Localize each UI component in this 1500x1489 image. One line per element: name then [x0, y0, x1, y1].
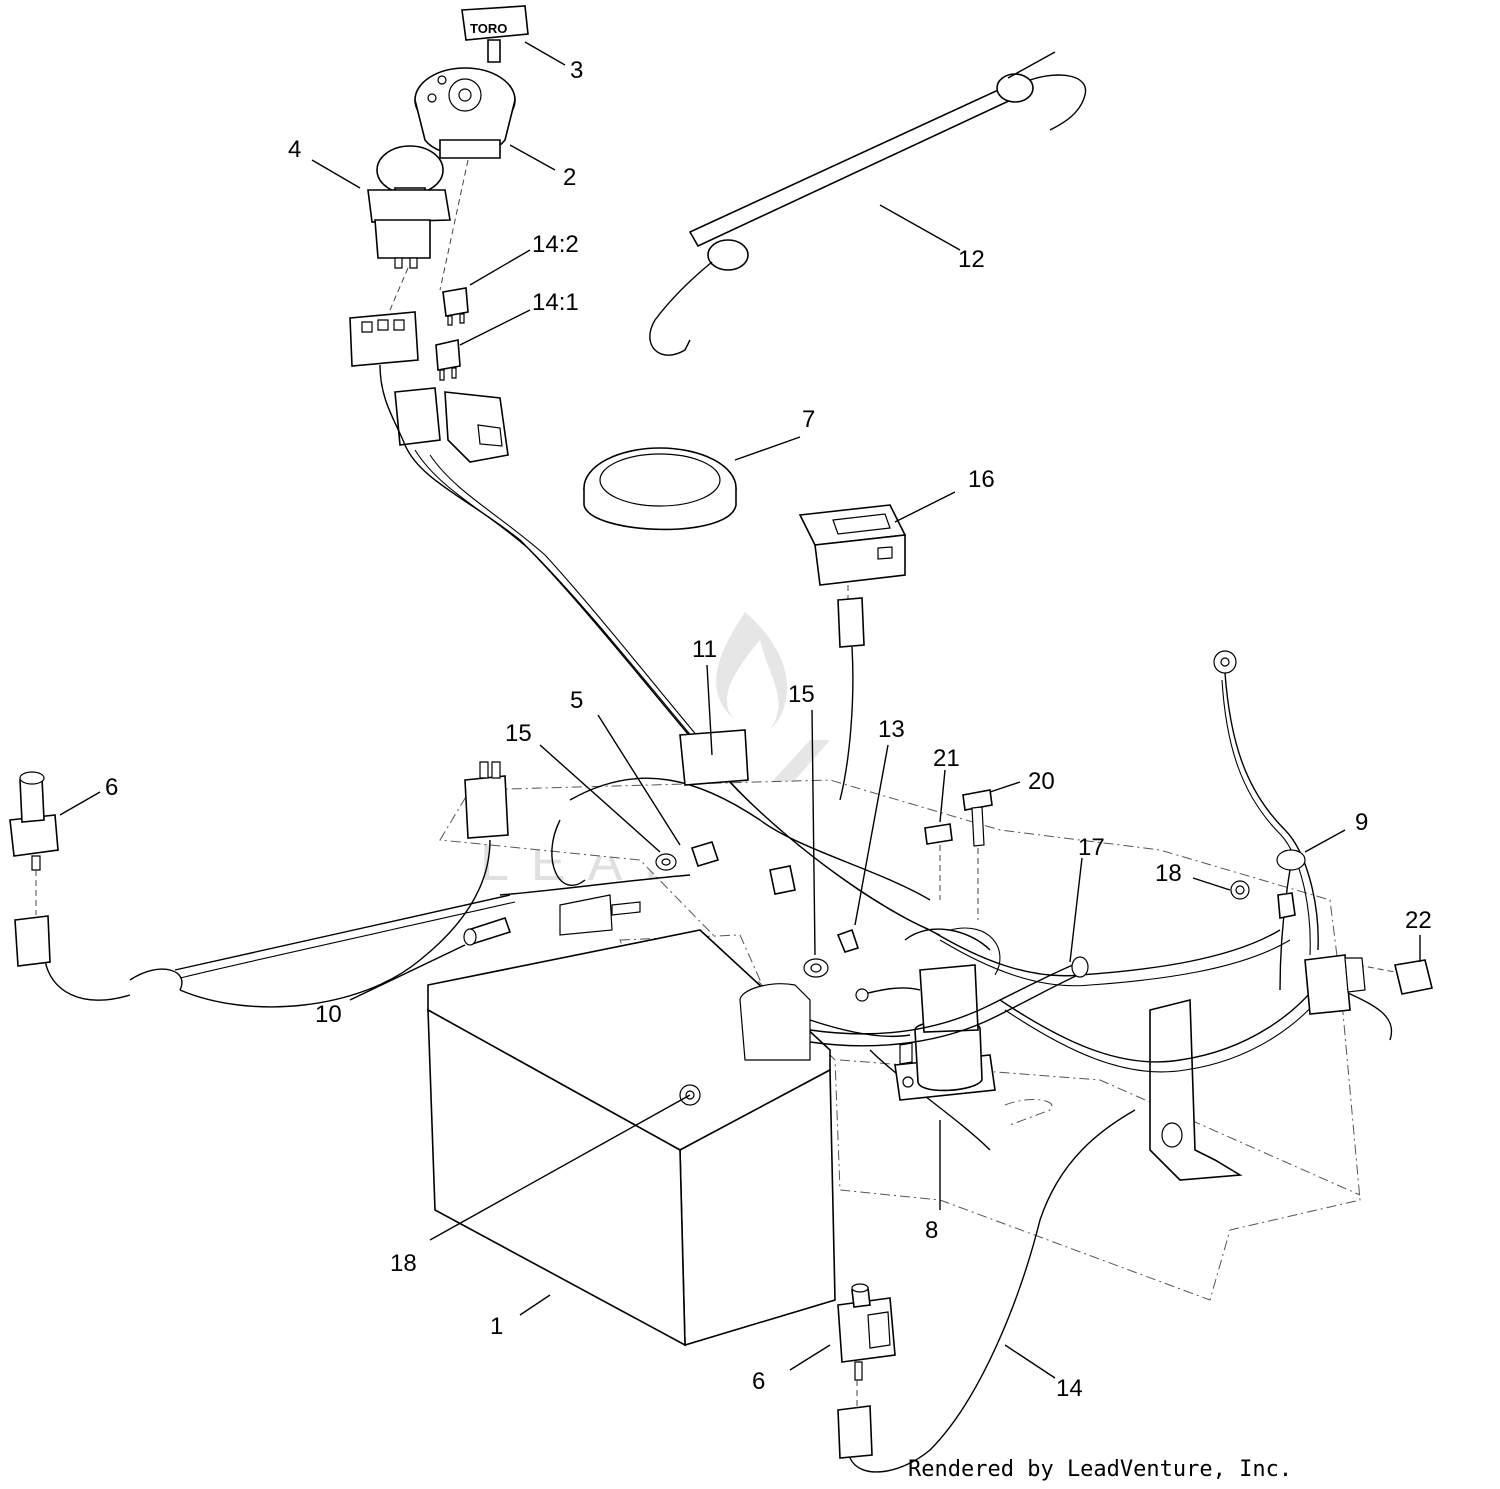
bungee-strap: [649, 51, 1087, 356]
callout-1: 1: [490, 1313, 503, 1340]
callout-leaders: [59, 41, 1421, 1379]
bracket-11: [679, 729, 749, 786]
hardware-right: [924, 789, 1433, 995]
callout-12: 12: [958, 246, 985, 273]
hour-meter: [798, 504, 907, 801]
ground-cable: [1213, 650, 1366, 1015]
callout-2: 2: [563, 164, 576, 191]
callout-18-right: 18: [1155, 860, 1182, 887]
cap-7: [583, 447, 737, 531]
callout-16: 16: [968, 466, 995, 493]
callout-15-left: 15: [505, 720, 532, 747]
ignition-switch: [414, 67, 516, 159]
starter-solenoid: [855, 927, 1001, 1101]
callout-5: 5: [570, 687, 583, 714]
harness-connector-mid: [464, 761, 509, 839]
callout-14: 14: [1056, 1375, 1083, 1402]
diode: [463, 916, 512, 946]
callout-7: 7: [802, 406, 815, 433]
harness-connectors: [349, 311, 509, 463]
main-harness: [44, 364, 1393, 1151]
callout-6-bottom: 6: [752, 1368, 765, 1395]
fuses: [435, 287, 469, 381]
callout-15-right: 15: [788, 681, 815, 708]
callout-21: 21: [933, 745, 960, 772]
hardware-15-5: [655, 841, 860, 978]
callout-14-2: 14:2: [532, 231, 579, 258]
credit-text: Rendered by LeadVenture, Inc.: [908, 1457, 1292, 1482]
callout-4: 4: [288, 136, 301, 163]
frame-plate: [439, 779, 1361, 1301]
pto-switch: [367, 145, 469, 311]
callout-3: 3: [570, 57, 583, 84]
callout-18-left: 18: [390, 1250, 417, 1277]
key-brand-text: TORO: [470, 21, 507, 36]
callout-11: 11: [692, 636, 717, 663]
callout-20: 20: [1028, 768, 1055, 795]
callout-14-1: 14:1: [532, 289, 579, 316]
callout-6-left: 6: [105, 774, 118, 801]
battery: [427, 894, 911, 1347]
callout-9: 9: [1355, 809, 1368, 836]
callout-10: 10: [315, 1001, 342, 1028]
ignition-key: TORO: [461, 5, 529, 63]
seat-switch-bottom: [837, 1109, 1136, 1473]
seat-switch-left: [9, 771, 59, 967]
callout-22: 22: [1405, 907, 1432, 934]
callout-17: 17: [1078, 834, 1105, 861]
callout-8: 8: [925, 1217, 938, 1244]
callouts: 1 2 3 4 5 6 7 8 9 10 11 12 13 14 14:1 14…: [105, 57, 1432, 1402]
battery-cable: [809, 956, 1089, 1047]
callout-13: 13: [878, 716, 905, 743]
